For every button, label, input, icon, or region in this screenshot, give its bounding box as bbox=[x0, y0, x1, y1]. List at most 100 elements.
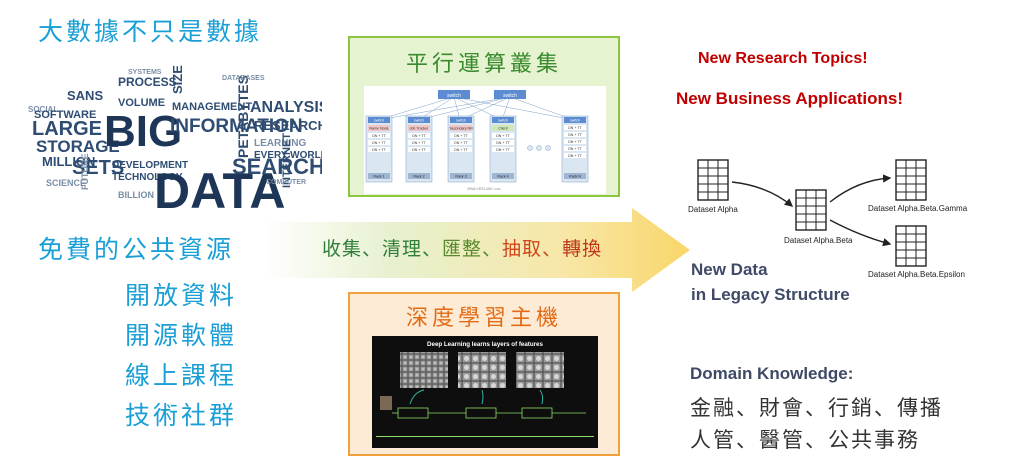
wc-large: LARGE bbox=[32, 118, 102, 140]
deep-learning-figure: Deep Learning learns layers of features bbox=[372, 336, 598, 448]
rack-1: switch Name Node DN + TT DN + TT DN + TT… bbox=[365, 115, 393, 183]
svg-text:TECHNOLOGY: TECHNOLOGY bbox=[112, 172, 183, 183]
rack-switch-label: switch bbox=[456, 119, 466, 123]
free-resources-list: 開放資料 開源軟體 線上課程 技術社群 bbox=[125, 276, 237, 436]
new-research-topics: New Research Topics! bbox=[698, 50, 868, 67]
svg-text:DATABASES: DATABASES bbox=[222, 75, 265, 82]
dn-tt: DN + TT bbox=[568, 154, 582, 158]
svg-text:INTERNET: INTERNET bbox=[281, 133, 293, 188]
dn-tt: DN + TT bbox=[568, 133, 582, 137]
wc-information: INFORMATION bbox=[170, 116, 303, 137]
parallel-cluster-panel: 平行運算叢集 switch switch switch Name Node DN… bbox=[348, 36, 620, 197]
new-business-applications: New Business Applications! bbox=[676, 89, 904, 108]
svg-text:EVERY WORLD: EVERY WORLD bbox=[254, 150, 322, 161]
dn-tt: DN + TT bbox=[372, 134, 386, 138]
dataset-label: Dataset Alpha.Beta bbox=[784, 236, 853, 245]
wc-sets: SETS bbox=[72, 157, 124, 179]
svg-text:SANS: SANS bbox=[67, 88, 103, 103]
step-collect: 收集、 bbox=[322, 238, 383, 260]
process-arrow bbox=[262, 208, 690, 292]
domain-list-line1: 金融、財會、行銷、傳播 bbox=[690, 396, 943, 420]
dn-tt: DN + TT bbox=[454, 141, 468, 145]
new-data-label: New Data in Legacy Structure bbox=[691, 257, 850, 307]
rack-2: switch Job Tracker DN + TT DN + TT DN + … bbox=[405, 115, 433, 183]
left-title: 大數據不只是數據 bbox=[38, 17, 263, 46]
svg-text:BILLION: BILLION bbox=[118, 190, 154, 200]
wc-analysis: ANALYSIS bbox=[250, 99, 322, 116]
dataset-label: Dataset Alpha.Beta.Gamma bbox=[868, 204, 968, 213]
rack-role: Client bbox=[498, 127, 507, 131]
rack-footer: Rack 2 bbox=[413, 175, 424, 179]
big-data-word-cloud: SOCIAL SANS SOFTWARE LARGE STORAGE MILLI… bbox=[28, 65, 322, 210]
dn-tt: DN + TT bbox=[412, 134, 426, 138]
svg-text:VOLUME: VOLUME bbox=[118, 97, 165, 109]
dl-title: 深度學習主機 bbox=[405, 306, 562, 331]
table-icon bbox=[697, 159, 729, 201]
rack-switch-label: switch bbox=[414, 119, 424, 123]
wc-big: BIG bbox=[104, 107, 182, 156]
wc-petabytes: PETABYTES bbox=[235, 75, 251, 158]
dataset-label: Dataset Alpha bbox=[688, 205, 738, 214]
svg-text:SIZE: SIZE bbox=[170, 65, 185, 94]
svg-text:RESEARCH: RESEARCH bbox=[254, 118, 322, 133]
svg-text:COMPUTER: COMPUTER bbox=[266, 179, 306, 186]
svg-text:PROCESS: PROCESS bbox=[118, 75, 177, 89]
step-clean: 清理、 bbox=[382, 238, 443, 260]
table-icon bbox=[895, 159, 927, 201]
new-data-line1: New Data bbox=[691, 260, 768, 279]
hadoop-cluster-diagram: switch switch switch Name Node DN + TT D… bbox=[364, 86, 606, 194]
dn-tt: DN + TT bbox=[412, 141, 426, 145]
step-aggregate: 匯整、 bbox=[442, 238, 503, 260]
dn-tt: DN + TT bbox=[454, 148, 468, 152]
dn-tt: DN + TT bbox=[372, 141, 386, 145]
list-item: 開放資料 bbox=[125, 281, 238, 310]
deep-learning-panel: 深度學習主機 Deep Learning learns layers of fe… bbox=[348, 292, 620, 456]
domain-list-line2: 人管、醫管、公共事務 bbox=[690, 428, 920, 452]
dn-tt: DN + TT bbox=[496, 141, 510, 145]
rack-footer: Rack 3 bbox=[455, 175, 466, 179]
table-icon bbox=[795, 189, 827, 231]
svg-text:DEVELOPMENT: DEVELOPMENT bbox=[112, 160, 188, 171]
rack-role: Job Tracker bbox=[410, 127, 430, 131]
rack-4: switch Client DN + TT DN + TT DN + TT Ra… bbox=[489, 115, 517, 183]
rack-switch-label: switch bbox=[498, 119, 508, 123]
diagram-credit: BRAD HEDLUND .com bbox=[468, 187, 501, 191]
cluster-title: 平行運算叢集 bbox=[405, 52, 562, 77]
dn-tt: DN + TT bbox=[568, 140, 582, 144]
svg-text:FUTURE: FUTURE bbox=[80, 154, 90, 191]
dn-tt: DN + TT bbox=[496, 148, 510, 152]
core-switch-label: switch bbox=[503, 93, 517, 99]
rack-footer: Rack 4 bbox=[497, 175, 508, 179]
dl-caption: Deep Learning learns layers of features bbox=[427, 341, 543, 348]
list-item: 線上課程 bbox=[125, 361, 238, 390]
dn-tt: DN + TT bbox=[372, 148, 386, 152]
svg-text:SOFTWARE: SOFTWARE bbox=[34, 109, 96, 121]
list-item: 開源軟體 bbox=[125, 321, 238, 350]
new-data-line2: in Legacy Structure bbox=[691, 285, 850, 304]
domain-knowledge-heading: Domain Knowledge: bbox=[690, 364, 854, 383]
step-transform: 轉換 bbox=[562, 238, 603, 260]
dn-tt: DN + TT bbox=[412, 148, 426, 152]
rack-3: switch Secondary NN DN + TT DN + TT DN +… bbox=[447, 115, 475, 183]
rack-footer: Rack 1 bbox=[373, 175, 384, 179]
wc-million: MILLION bbox=[42, 154, 95, 169]
wc-data: DATA bbox=[154, 163, 285, 210]
wc-search: SEARCH bbox=[232, 154, 322, 179]
svg-text:SCIENCE: SCIENCE bbox=[46, 178, 86, 188]
step-extract: 抽取、 bbox=[502, 238, 563, 260]
dn-tt: DN + TT bbox=[568, 126, 582, 130]
dn-tt: DN + TT bbox=[454, 134, 468, 138]
svg-text:LEARNING: LEARNING bbox=[254, 138, 306, 149]
svg-text:SOCIAL: SOCIAL bbox=[28, 105, 58, 114]
rack-switch-label: switch bbox=[570, 119, 580, 123]
rack-role: Secondary NN bbox=[449, 127, 473, 131]
dn-tt: DN + TT bbox=[568, 147, 582, 151]
rack-switch-label: switch bbox=[374, 119, 384, 123]
free-resources-title: 免費的公共資源 bbox=[38, 235, 235, 264]
dataset-label: Dataset Alpha.Beta.Epsilon bbox=[868, 270, 965, 279]
list-item: 技術社群 bbox=[125, 401, 238, 430]
table-icon bbox=[895, 225, 927, 267]
dataset-lineage-diagram: Dataset Alpha Dataset Alpha.Beta Dataset… bbox=[688, 159, 968, 279]
core-switch-label: switch bbox=[447, 93, 461, 99]
rack-n: switch DN + TT DN + TT DN + TT DN + TT D… bbox=[561, 115, 589, 183]
